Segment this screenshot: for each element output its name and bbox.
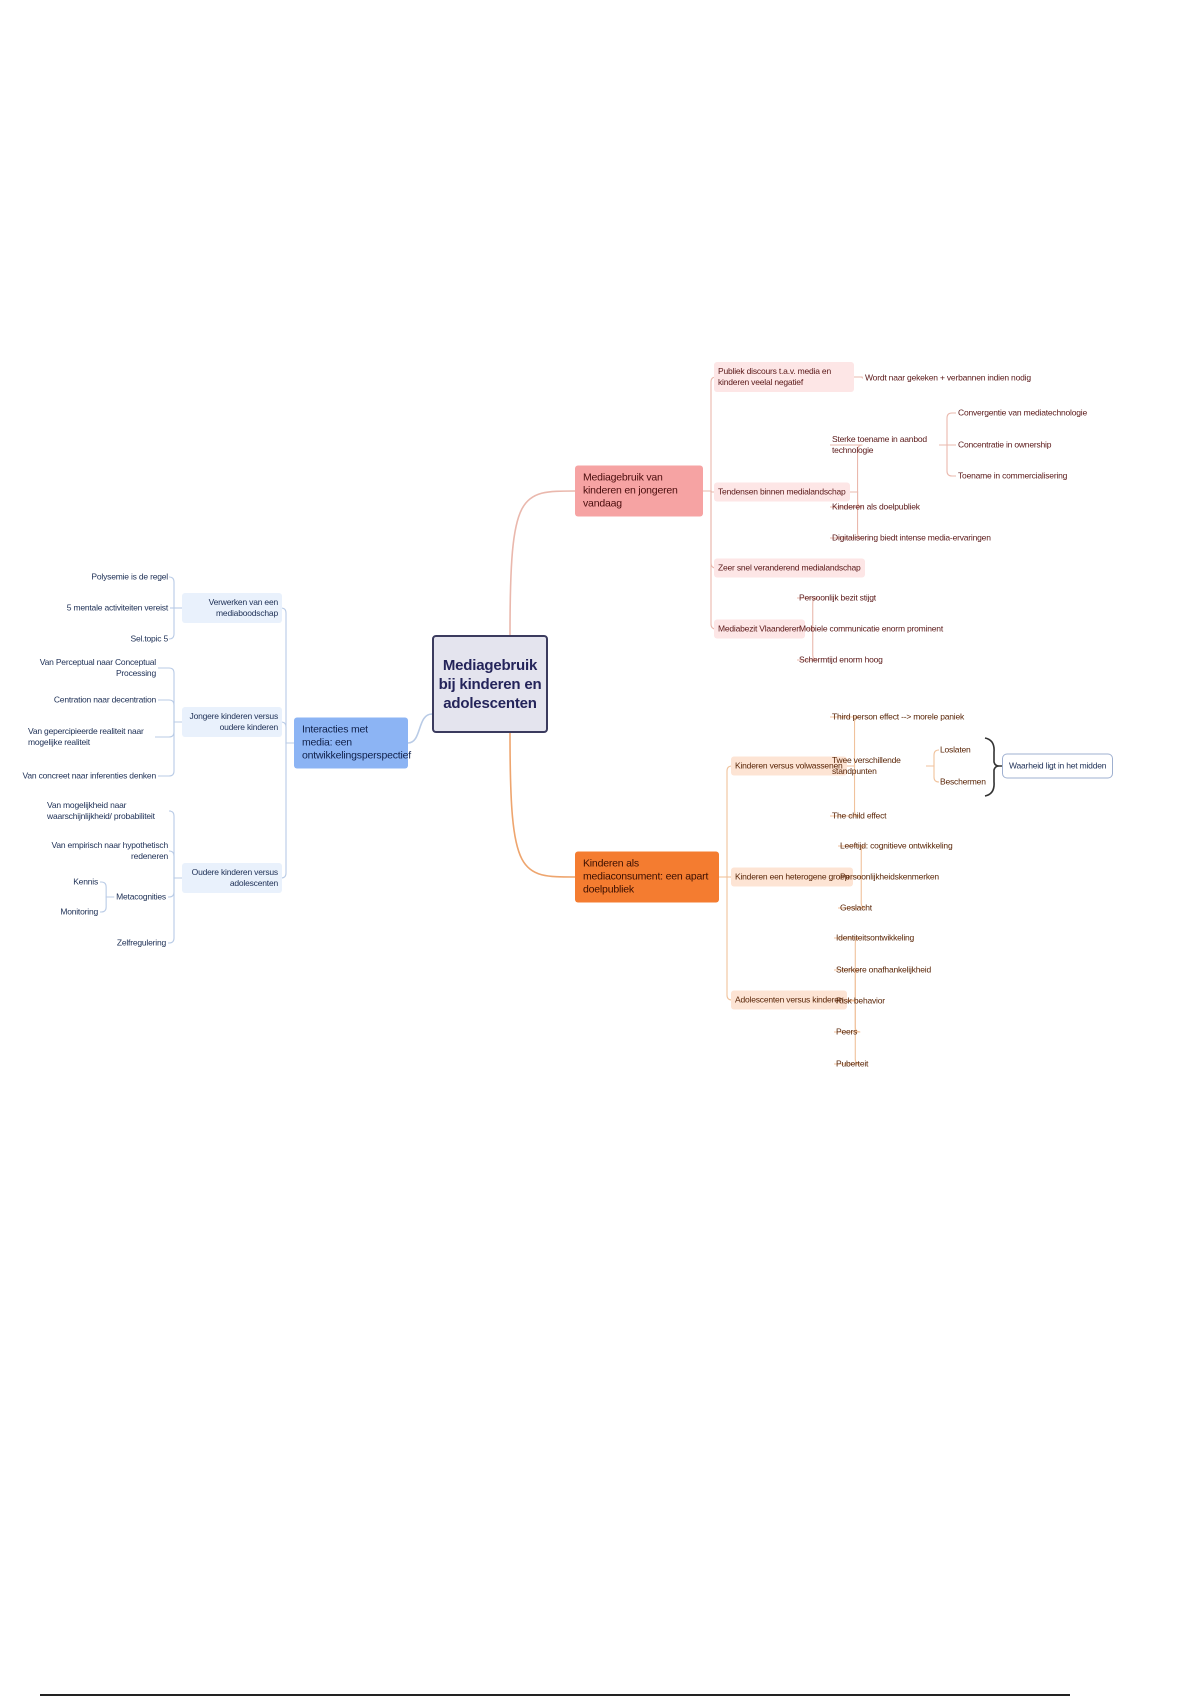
node-mobiele-communicatie[interactable]: Mobiele communicatie enorm prominent	[799, 623, 943, 634]
node-gepercipieerde-realiteit[interactable]: Van gepercipieerde realiteit naar mogeli…	[28, 726, 144, 747]
connector-p1a	[854, 376, 864, 379]
subtopic-adolescenten-kinderen[interactable]: Adolescenten versus kinderen	[731, 990, 848, 1010]
node-convergentie[interactable]: Convergentie van mediatechnologie	[958, 407, 1088, 418]
subtopic-heterogene-groep[interactable]: Kinderen een heterogene groep	[731, 867, 854, 887]
node-wordt-naar-gekeken[interactable]: Wordt naar gekeken + verbannen indien no…	[865, 372, 1031, 383]
connector-b1a	[168, 576, 182, 609]
node-identiteit[interactable]: Identiteitsontwikkeling	[836, 932, 915, 943]
connector-b1	[280, 607, 294, 744]
node-geslacht[interactable]: Geslacht	[840, 902, 872, 913]
node-persoonlijk-bezit[interactable]: Persoonlijk bezit stijgt	[799, 592, 876, 603]
node-sterke-toename[interactable]: Sterke toename in aanbod technologie	[832, 434, 927, 455]
connector-b3c2	[100, 896, 115, 913]
subtopic-jongere-kinderen[interactable]: Jongere kinderen versus oudere kinderen	[182, 707, 282, 737]
node-twee-standpunten[interactable]: Twee verschillende standpunten	[832, 755, 901, 776]
node-child-effect[interactable]: The child effect	[832, 810, 887, 821]
connector-p2a1	[939, 412, 956, 446]
connector-p1	[703, 376, 717, 492]
connector-b2	[280, 721, 294, 744]
subtopic-kinderen-volwassenen[interactable]: Kinderen versus volwassenen	[731, 756, 847, 776]
node-risk-behavior[interactable]: Risk behavior	[836, 995, 885, 1006]
node-beschermen[interactable]: Beschermen	[940, 776, 986, 787]
connector-p2a3	[939, 444, 956, 477]
node-concreet-inferenties[interactable]: Van concreet naar inferenties denken	[22, 770, 157, 781]
node-puberteit[interactable]: Puberteit	[836, 1058, 869, 1069]
connector-p0	[509, 490, 576, 636]
topic-interacties[interactable]: Interacties met media: een ontwikkelings…	[294, 717, 411, 769]
subtopic-tendensen[interactable]: Tendensen binnen medialandschap	[714, 482, 850, 502]
connector-b2d	[158, 721, 182, 777]
connector-b3b	[168, 850, 182, 879]
subtopic-mediabezit[interactable]: Mediabezit Vlaanderen	[714, 619, 805, 639]
node-polysemie[interactable]: Polysemie is de regel	[91, 571, 168, 582]
node-kennis[interactable]: Kennis	[73, 876, 98, 887]
connector-o0	[509, 732, 576, 878]
node-seltopic[interactable]: Sel.topic 5	[130, 633, 169, 644]
node-monitoring[interactable]: Monitoring	[60, 906, 98, 917]
connector-b2c	[155, 721, 182, 738]
root-topic[interactable]: Mediagebruik bij kinderen en adolescente…	[432, 635, 548, 733]
node-metacognities[interactable]: Metacognities	[116, 891, 166, 902]
node-leeftijd[interactable]: Leeftijd: cognitieve ontwikkeling	[840, 840, 953, 851]
subtopic-publiek-discours[interactable]: Publiek discours t.a.v. media en kindere…	[714, 362, 854, 392]
node-digitalisering[interactable]: Digitalisering biedt intense media-ervar…	[832, 532, 991, 543]
node-kinderen-doelpubliek[interactable]: Kinderen als doelpubliek	[832, 501, 920, 512]
subtopic-zeer-snel[interactable]: Zeer snel veranderend medialandschap	[714, 558, 865, 578]
node-empirisch-hypothetisch[interactable]: Van empirisch naar hypothetisch redenere…	[51, 840, 169, 861]
connector-b0	[407, 713, 433, 744]
topic-mediaconsument[interactable]: Kinderen als mediaconsument: een apart d…	[575, 851, 719, 903]
node-onafhankelijkheid[interactable]: Sterkere onafhankelijkheid	[836, 964, 931, 975]
node-zelfregulering[interactable]: Zelfregulering	[116, 937, 166, 948]
node-peers[interactable]: Peers	[836, 1026, 858, 1037]
connector-b2a	[158, 667, 182, 723]
connector-b3c	[168, 877, 182, 898]
connector-b3c1	[100, 881, 115, 898]
connector-b2b	[158, 699, 182, 723]
node-perceptual-conceptual[interactable]: Van Perceptual naar Conceptual Processin…	[39, 657, 156, 678]
connector-p2	[703, 490, 714, 493]
connector-o1	[719, 765, 733, 878]
connector-o3	[719, 876, 733, 1001]
node-third-person[interactable]: Third person effect --> morele paniek	[832, 711, 965, 722]
node-concentratie[interactable]: Concentratie in ownership	[958, 439, 1052, 450]
connector-p3	[703, 490, 717, 569]
node-commercialisering[interactable]: Toename in commercialisering	[958, 470, 1068, 481]
node-loslaten[interactable]: Loslaten	[940, 744, 971, 755]
node-centration[interactable]: Centration naar decentration	[53, 694, 156, 705]
subtopic-verwerken[interactable]: Verwerken van een mediaboodschap	[182, 593, 282, 623]
node-mentale-activiteiten[interactable]: 5 mentale activiteiten vereist	[66, 602, 168, 613]
node-waarschijnlijkheid[interactable]: Van mogelijkheid naar waarschijnlijkheid…	[47, 800, 155, 821]
connector-b3d	[168, 877, 182, 944]
subtopic-oudere-kinderen[interactable]: Oudere kinderen versus adolescenten	[182, 863, 282, 893]
connector-b1c	[168, 607, 182, 640]
page-bottom-rule	[40, 1694, 1070, 1696]
node-persoonlijkheid[interactable]: Persoonlijkheidskenmerken	[840, 871, 939, 882]
topic-mediagebruik-vandaag[interactable]: Mediagebruik van kinderen en jongeren va…	[575, 465, 703, 517]
connector-b3	[280, 742, 294, 879]
summary-waarheid[interactable]: Waarheid ligt in het midden	[1002, 753, 1114, 779]
node-schermtijd[interactable]: Schermtijd enorm hoog	[799, 654, 883, 665]
